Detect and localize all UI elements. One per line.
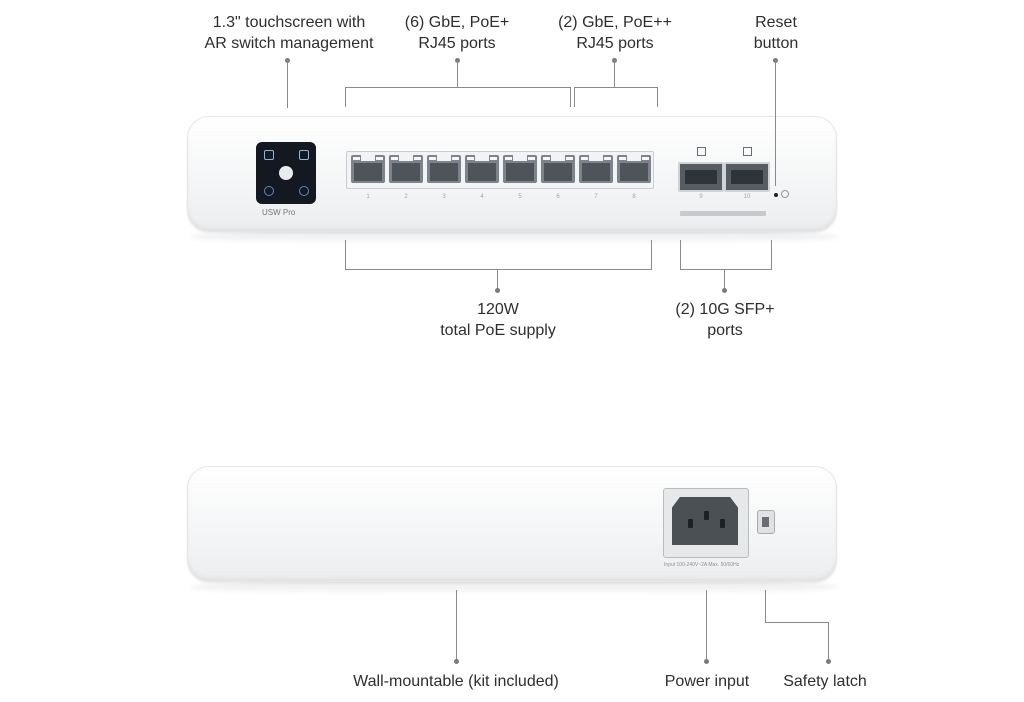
callout-line: [724, 269, 725, 290]
bracket-sfp: [680, 269, 772, 270]
port-number: 8: [632, 194, 636, 200]
port-number: 7: [594, 194, 598, 200]
sfp-port-10: [724, 162, 770, 192]
bracket-end: [570, 87, 571, 107]
safety-latch-label: Safety latch: [783, 673, 867, 690]
power-pin: [688, 519, 693, 528]
callout-dot: [722, 288, 727, 293]
rear-device-shadow: [190, 578, 840, 596]
bracket-end: [345, 87, 346, 107]
model-label: USW Pro: [262, 208, 296, 217]
touchscreen-center-dot: [279, 166, 293, 180]
bracket-end: [345, 240, 346, 270]
rj45-port-1: [351, 155, 385, 183]
bracket-end: [651, 240, 652, 270]
reset-label: Reset button: [753, 14, 799, 52]
port-number: 9: [699, 194, 703, 200]
network-icon: [264, 150, 274, 160]
rj45-port-7: [579, 155, 613, 183]
port-number: 6: [556, 194, 560, 200]
rj45-port-2: [389, 155, 423, 183]
device-icon: [299, 150, 309, 160]
sfp-label-bar: [680, 211, 766, 216]
sfp-led-10: [743, 147, 752, 156]
settings-icon: [299, 186, 309, 196]
touchscreen: [256, 142, 316, 204]
reset-icon: [781, 190, 789, 198]
port-number: 5: [518, 194, 522, 200]
rj45-port-4: [465, 155, 499, 183]
callout-dot: [495, 288, 500, 293]
safety-latch: [757, 510, 775, 534]
bracket-end: [680, 240, 681, 270]
callout-line: [287, 60, 288, 108]
gbe-poe-plus-label: (6) GbE, PoE+ RJ45 ports: [404, 14, 510, 52]
bracket-gbe-poe-plusplus: [574, 87, 658, 88]
port-number: 3: [442, 194, 446, 200]
callout-line: [765, 622, 829, 623]
rj45-port-6: [541, 155, 575, 183]
power-rating: Input 100-240V~2A Max. 50/60Hz: [664, 562, 740, 568]
power-pin: [720, 519, 725, 528]
rj45-port-3: [427, 155, 461, 183]
callout-dot: [454, 659, 459, 664]
port-number: 10: [743, 194, 751, 200]
bracket-end: [574, 87, 575, 107]
gbe-poe-plusplus-label: (2) GbE, PoE++ RJ45 ports: [558, 14, 672, 52]
callout-dot: [826, 659, 831, 664]
poe-supply-label: 120W total PoE supply: [440, 301, 556, 339]
bracket-poe-supply: [345, 269, 652, 270]
callout-line: [706, 590, 707, 660]
port-number: 2: [404, 194, 408, 200]
callout-line: [457, 60, 458, 87]
rj45-port-5: [503, 155, 537, 183]
touchscreen-label: 1.3" touchscreen with AR switch manageme…: [204, 14, 374, 52]
sfp-ports-label: (2) 10G SFP+ ports: [675, 301, 775, 339]
callout-dot: [704, 659, 709, 664]
bracket-end: [657, 87, 658, 107]
callout-line: [614, 60, 615, 87]
sfp-led-9: [697, 147, 706, 156]
port-number: 1: [366, 194, 370, 200]
power-pin: [704, 511, 709, 520]
power-input-socket: [663, 488, 749, 558]
reset-button: [774, 193, 778, 197]
callout-line: [828, 622, 829, 660]
wall-mount-label: Wall-mountable (kit included): [353, 673, 559, 690]
callout-line: [456, 590, 457, 660]
sfp-port-9: [678, 162, 724, 192]
rj45-port-8: [617, 155, 651, 183]
callout-line: [765, 590, 766, 623]
bracket-end: [771, 240, 772, 270]
callout-line: [775, 60, 776, 186]
callout-line: [497, 269, 498, 290]
power-input-label: Power input: [664, 673, 750, 690]
bracket-gbe-poe-plus: [345, 87, 571, 88]
rj45-port-block: [346, 151, 654, 189]
port-number: 4: [480, 194, 484, 200]
info-icon: [264, 186, 274, 196]
front-device-shadow: [190, 228, 840, 246]
